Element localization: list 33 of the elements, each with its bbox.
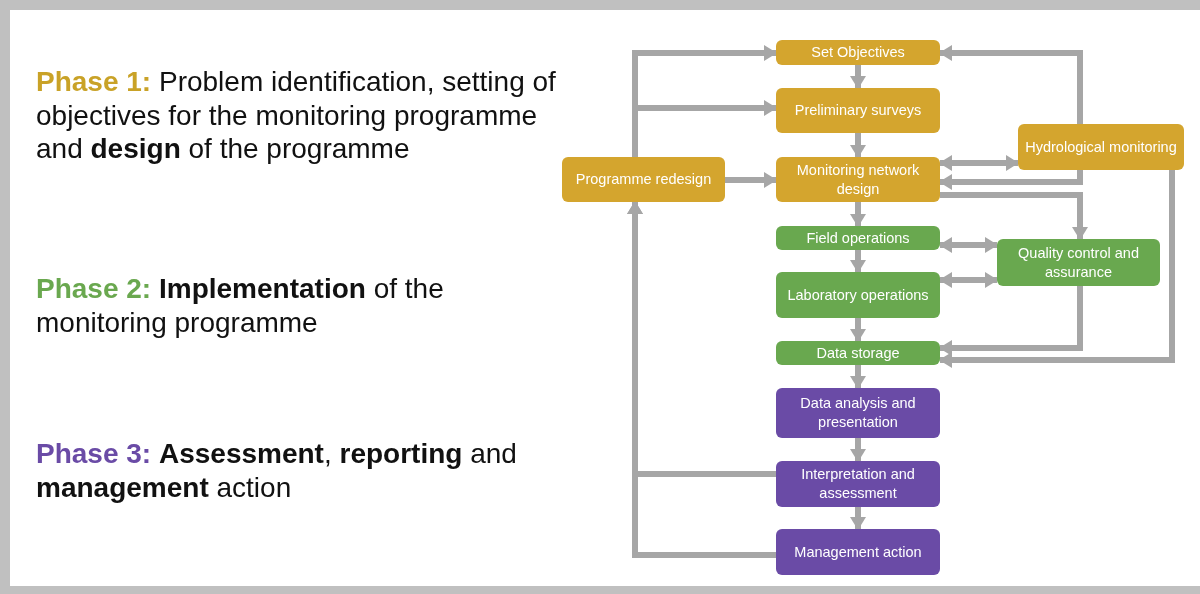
arrow <box>939 237 998 253</box>
arrow <box>850 250 866 273</box>
arrow <box>939 45 1083 124</box>
process-box: Data analysis and presentation <box>776 388 940 438</box>
arrow <box>939 170 1175 368</box>
arrow <box>850 438 866 462</box>
arrow <box>939 272 998 288</box>
process-box: Hydrological monitoring <box>1018 124 1184 170</box>
arrow <box>850 133 866 158</box>
arrow <box>939 286 1083 356</box>
process-box: Interpretation and assessment <box>776 461 940 507</box>
arrow <box>632 100 777 157</box>
process-box: Laboratory operations <box>776 272 940 318</box>
phase-description: Phase 3: Assessment, reporting and management action <box>36 437 518 505</box>
arrow <box>850 365 866 389</box>
process-box: Field operations <box>776 226 940 250</box>
process-box: Programme redesign <box>562 157 725 202</box>
arrow <box>939 155 1019 171</box>
process-box: Quality control and assurance <box>997 239 1160 286</box>
arrow <box>850 318 866 342</box>
phase-description: Phase 2: Implementation of the monitoring programme <box>36 272 445 340</box>
arrow <box>850 202 866 227</box>
process-box: Data storage <box>776 341 940 365</box>
process-box: Set Objectives <box>776 40 940 65</box>
process-box: Monitoring network design <box>776 157 940 202</box>
arrow <box>850 65 866 89</box>
phase-description: Phase 1: Problem identification, setting of objectives for the monitoring programme and design of the programme <box>36 65 556 166</box>
arrow <box>939 170 1083 190</box>
arrow <box>940 192 1088 240</box>
process-box: Management action <box>776 529 940 575</box>
arrow <box>850 507 866 530</box>
process-box: Preliminary surveys <box>776 88 940 133</box>
arrow <box>725 172 777 188</box>
